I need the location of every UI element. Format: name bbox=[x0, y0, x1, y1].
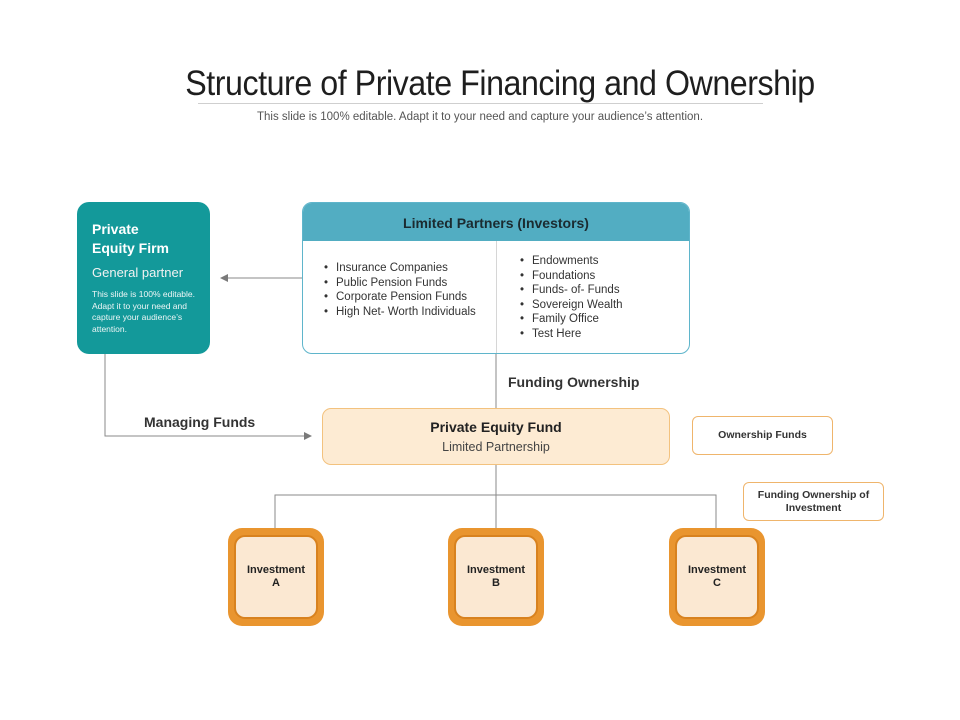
funding-ownership-label: Funding Ownership bbox=[508, 374, 640, 390]
title-underline bbox=[198, 103, 763, 104]
ownership-funds-legend: Ownership Funds bbox=[692, 416, 833, 455]
lp-left-list: Insurance Companies Public Pension Funds… bbox=[322, 261, 492, 319]
page-title: Structure of Private Financing and Owner… bbox=[185, 64, 815, 103]
private-equity-firm-card: Private Equity Firm General partner This… bbox=[77, 202, 210, 354]
list-item: Funds- of- Funds bbox=[518, 283, 678, 298]
limited-partners-box: Limited Partners (Investors) Insurance C… bbox=[302, 202, 690, 354]
gp-note: This slide is 100% editable. Adapt it to… bbox=[92, 289, 196, 334]
page-subtitle: This slide is 100% editable. Adapt it to… bbox=[256, 111, 704, 123]
list-item: Insurance Companies bbox=[322, 261, 492, 276]
lp-column-divider bbox=[496, 241, 497, 353]
list-item: Corporate Pension Funds bbox=[322, 290, 492, 305]
limited-partners-header: Limited Partners (Investors) bbox=[303, 203, 689, 241]
fund-title: Private Equity Fund bbox=[430, 419, 562, 435]
fund-subtitle: Limited Partnership bbox=[442, 440, 550, 454]
investment-branch-line bbox=[274, 494, 717, 528]
list-item: High Net- Worth Individuals bbox=[322, 305, 492, 320]
list-item: Public Pension Funds bbox=[322, 276, 492, 291]
list-item: Endowments bbox=[518, 254, 678, 269]
list-item: Test Here bbox=[518, 327, 678, 342]
gp-title: Private Equity Firm bbox=[92, 221, 170, 256]
list-item: Foundations bbox=[518, 269, 678, 284]
list-item: Sovereign Wealth bbox=[518, 298, 678, 313]
funding-ownership-of-investment-legend: Funding Ownership of Investment bbox=[743, 482, 884, 521]
list-item: Family Office bbox=[518, 312, 678, 327]
lp-right-list: Endowments Foundations Funds- of- Funds … bbox=[518, 254, 678, 341]
managing-funds-label: Managing Funds bbox=[144, 414, 256, 430]
gp-subtitle: General partner bbox=[92, 265, 184, 280]
private-equity-fund-box: Private Equity Fund Limited Partnership bbox=[322, 408, 670, 465]
